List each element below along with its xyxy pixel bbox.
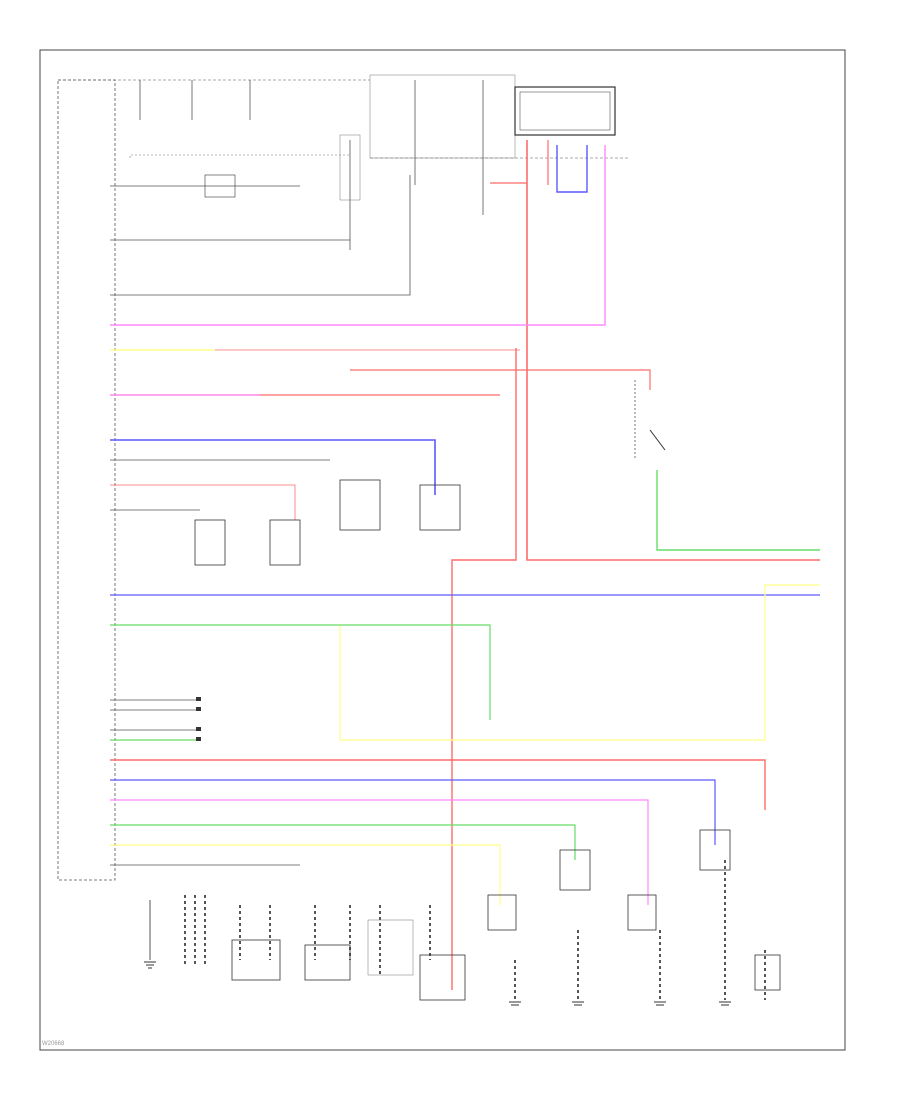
ground-symbol-515 <box>509 1001 521 1006</box>
green-wire-right <box>656 470 820 551</box>
blue-wire-row440 <box>110 439 436 495</box>
pink-wire-relay <box>110 145 606 326</box>
connector-markers <box>196 697 201 741</box>
pink-wire-row800 <box>110 799 649 905</box>
switch-box-760 <box>754 954 781 991</box>
red-wire-row760 <box>110 759 766 810</box>
green-wire-row625 <box>110 624 491 720</box>
relay-box-inner <box>519 91 611 131</box>
switch-box-630 <box>627 894 657 931</box>
yellow-wire-row580 <box>339 584 820 741</box>
switch-box-420 <box>419 484 461 531</box>
yellow-wire-row845 <box>110 844 501 905</box>
red-wire-row485 <box>110 484 296 520</box>
switch-box-200 <box>194 519 226 566</box>
switch-box-340 <box>339 479 381 531</box>
door-switch-blade <box>649 429 666 451</box>
ground-symbol-725 <box>719 1001 731 1006</box>
diagram-frame <box>39 49 846 1051</box>
motor-box-430 <box>419 954 466 1001</box>
ground-symbol-660 <box>654 1001 666 1006</box>
red-wire-left <box>451 348 517 990</box>
ground-symbol-150 <box>144 961 156 969</box>
blue-wire-row780 <box>110 779 716 845</box>
switch-box-240 <box>231 939 281 981</box>
connector-box-370 <box>367 919 414 976</box>
red-wire-row370 <box>350 369 651 390</box>
switch-box-490 <box>487 894 517 931</box>
switch-box-315 <box>304 944 351 981</box>
green-wire-row825 <box>110 824 576 860</box>
relay-box <box>514 86 616 136</box>
fuse-box-border <box>369 74 516 159</box>
diagram-code: W20668 <box>42 1041 65 1047</box>
connector-350 <box>339 134 361 201</box>
connector-box-215 <box>204 174 236 198</box>
ecu-dashed-box <box>57 79 116 881</box>
red-wire-main <box>526 140 820 561</box>
ground-symbol-578 <box>572 1001 584 1006</box>
switch-box-270 <box>269 519 301 566</box>
gray-wire-top <box>129 154 350 158</box>
gray-wire-row3 <box>110 175 411 296</box>
switch-box-560 <box>559 849 591 891</box>
blue-wire-relay <box>556 145 588 193</box>
switch-box-705 <box>699 829 731 871</box>
